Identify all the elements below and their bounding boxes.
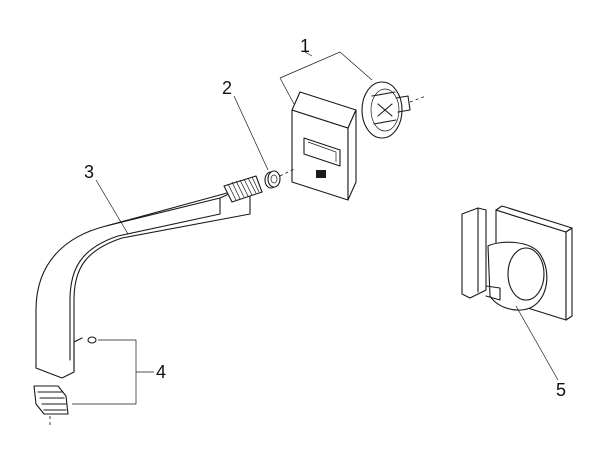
wall-escutcheon-plate [291, 91, 357, 201]
mounting-ring [361, 81, 427, 139]
logo-mark [316, 170, 326, 178]
callout-2: 2 [222, 78, 232, 98]
mixer-handle-assembly [461, 205, 573, 321]
leader-lines [72, 51, 559, 405]
set-screw [87, 336, 97, 344]
callout-3: 3 [84, 162, 94, 182]
callout-1: 1 [300, 36, 310, 56]
callout-5: 5 [556, 380, 566, 400]
spout-body [35, 175, 263, 379]
aerator-insert [33, 385, 69, 428]
threaded-nut [264, 170, 281, 189]
assembly-axis [279, 167, 297, 177]
spout-thread [223, 175, 263, 203]
callout-4: 4 [156, 362, 166, 382]
